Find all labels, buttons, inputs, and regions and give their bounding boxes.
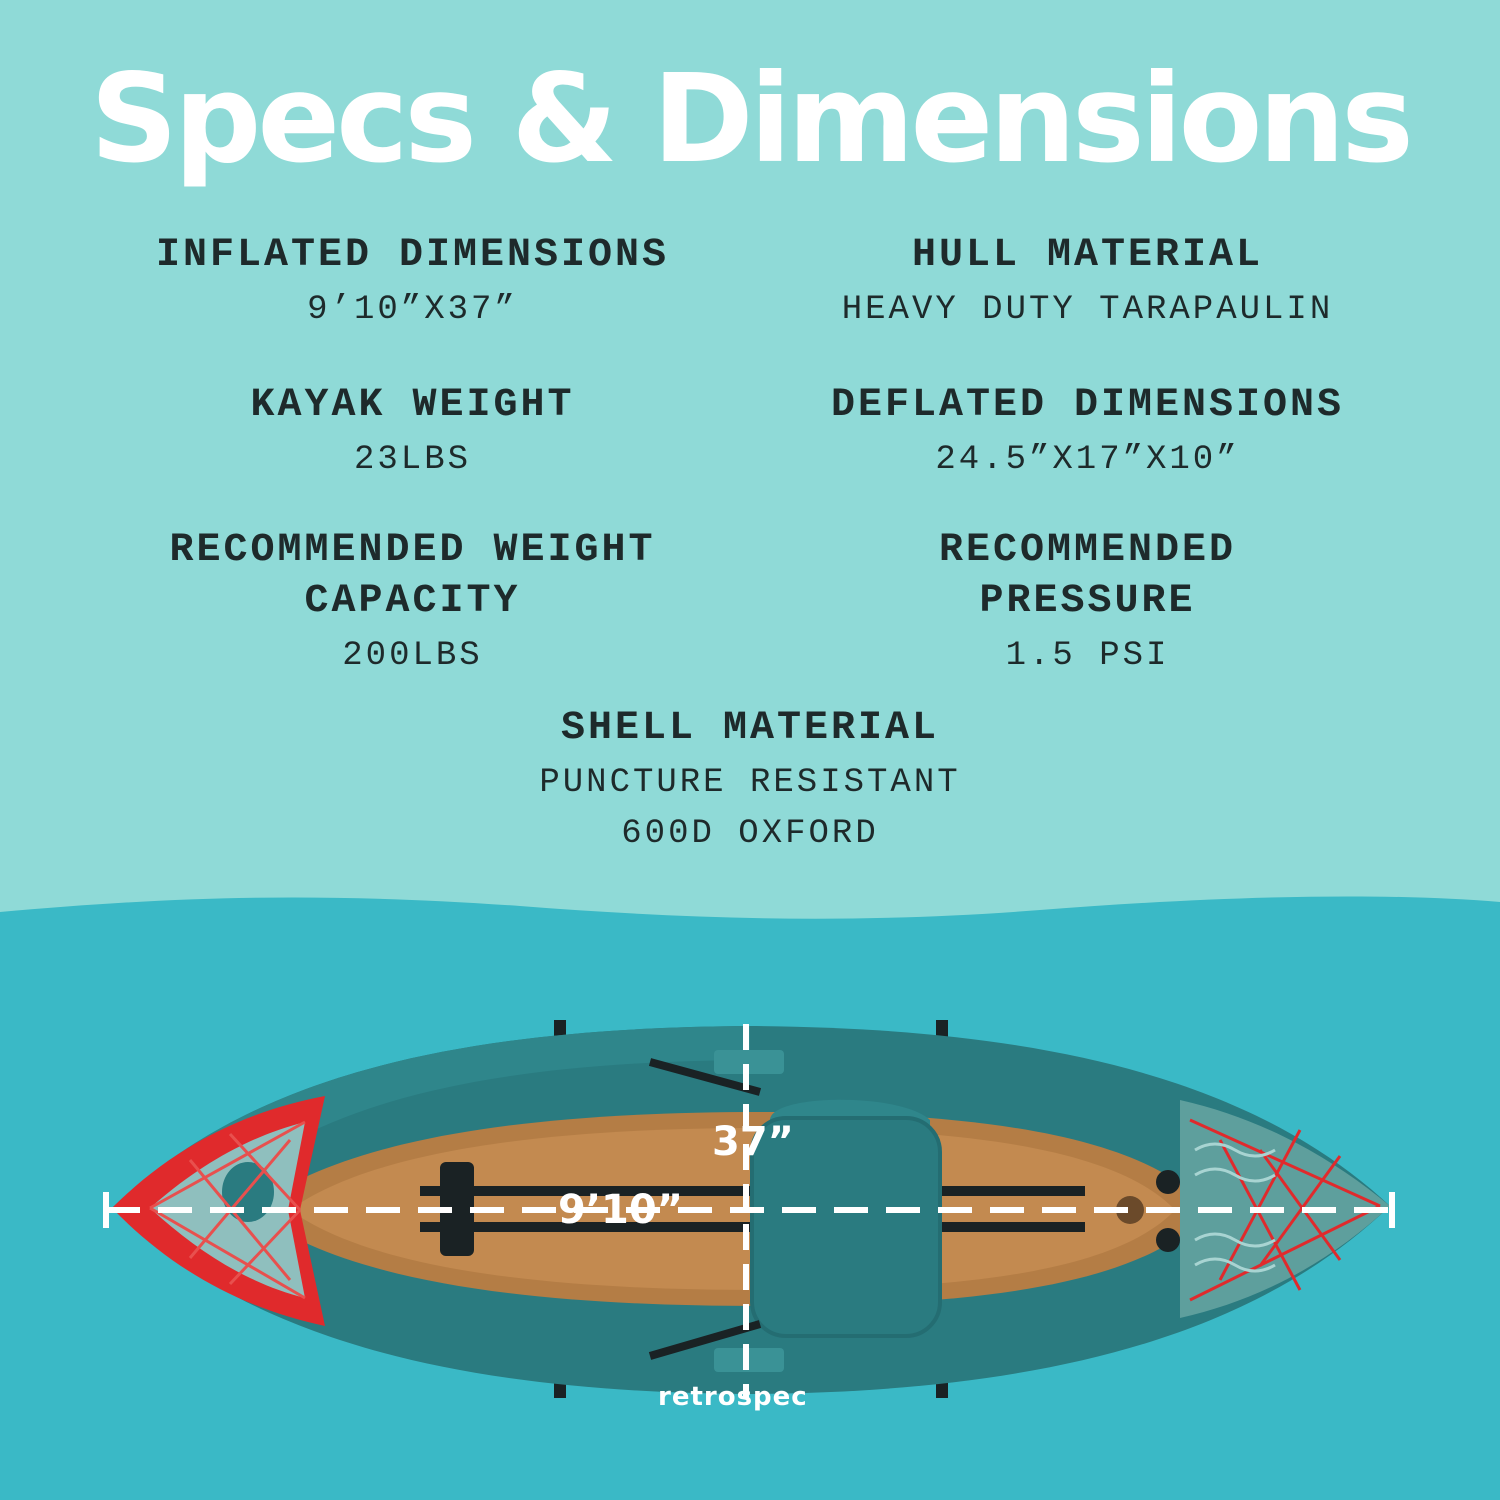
spec-hull-material: HULL MATERIAL HEAVY DUTY TARAPAULIN bbox=[795, 230, 1380, 336]
spec-value: 600D OXFORD bbox=[621, 815, 879, 853]
spec-label: CAPACITY bbox=[304, 579, 521, 624]
spec-label: INFLATED DIMENSIONS bbox=[155, 233, 670, 278]
length-dimension-label: 9’10” bbox=[558, 1187, 683, 1233]
spec-label: RECOMMENDED WEIGHT bbox=[169, 528, 656, 573]
spec-label: PRESSURE bbox=[979, 579, 1196, 624]
spec-inflated-dimensions: INFLATED DIMENSIONS 9’10”X37” bbox=[120, 230, 705, 336]
spec-value: 9’10”X37” bbox=[307, 291, 518, 329]
page-title: Specs & Dimensions bbox=[90, 48, 1414, 190]
spec-label: RECOMMENDED bbox=[938, 528, 1237, 573]
spec-value: PUNCTURE RESISTANT bbox=[539, 764, 961, 802]
spec-value: 23LBS bbox=[353, 441, 472, 479]
spec-value: 24.5”X17”X10” bbox=[935, 441, 1240, 479]
spec-deflated-dimensions: DEFLATED DIMENSIONS 24.5”X17”X10” bbox=[795, 380, 1380, 486]
spec-label: DEFLATED DIMENSIONS bbox=[830, 383, 1345, 428]
kayak-illustration bbox=[103, 1020, 1395, 1398]
spec-label: HULL MATERIAL bbox=[911, 233, 1264, 278]
width-dimension-label: 37” bbox=[712, 1119, 794, 1165]
spec-value: 1.5 PSI bbox=[1005, 637, 1170, 675]
spec-value: HEAVY DUTY TARAPAULIN bbox=[841, 291, 1334, 329]
spec-label: SHELL MATERIAL bbox=[560, 706, 940, 751]
spec-label: KAYAK WEIGHT bbox=[250, 383, 575, 428]
spec-pressure: RECOMMENDED PRESSURE 1.5 PSI bbox=[795, 525, 1380, 682]
brand-logo-text: retrospec bbox=[658, 1382, 808, 1412]
spec-shell-material: SHELL MATERIAL PUNCTURE RESISTANT 600D O… bbox=[400, 703, 1100, 860]
spec-weight-capacity: RECOMMENDED WEIGHT CAPACITY 200LBS bbox=[120, 525, 705, 682]
spec-value: 200LBS bbox=[342, 637, 483, 675]
spec-kayak-weight: KAYAK WEIGHT 23LBS bbox=[120, 380, 705, 486]
